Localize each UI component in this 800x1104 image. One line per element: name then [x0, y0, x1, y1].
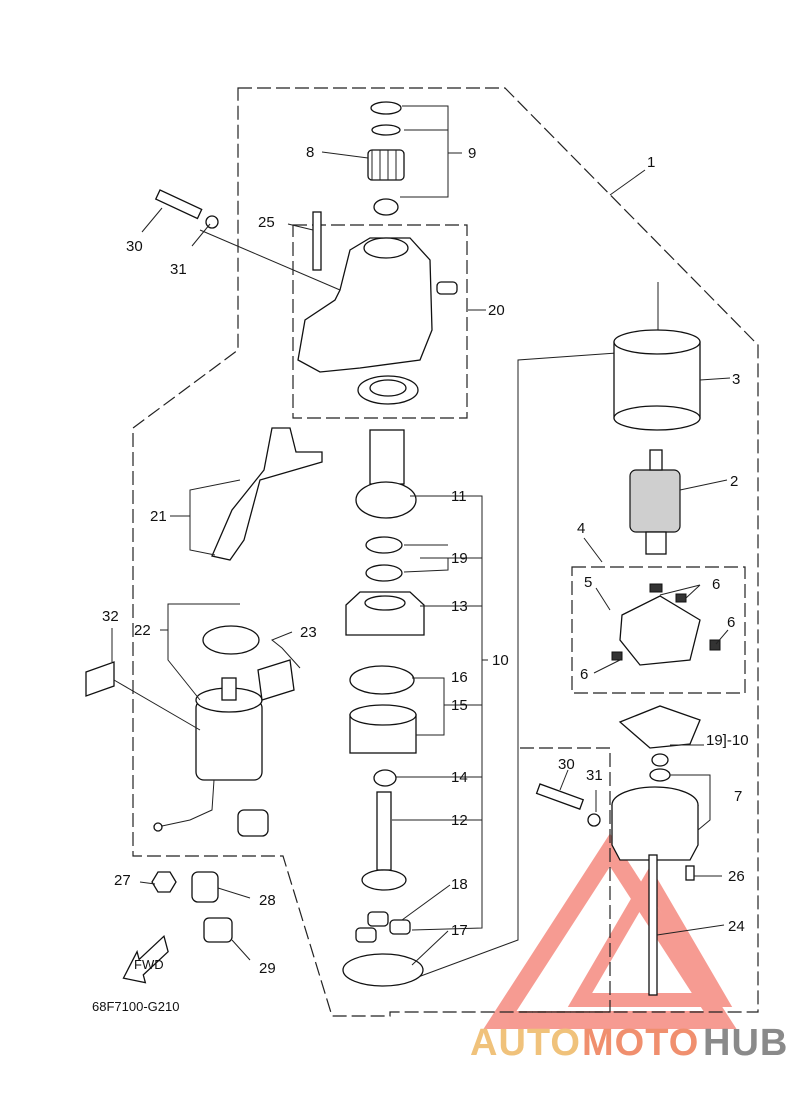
group-24-outline [520, 747, 611, 1013]
yoke [613, 329, 701, 431]
ring-gear-16 [349, 665, 415, 695]
callout-11: 11 [451, 488, 467, 505]
callout-32: 32 [102, 608, 119, 625]
internal-gear-15 [349, 704, 417, 754]
watermark-text: AUTO MOTO HUB [470, 1022, 788, 1064]
through-bolt-24 [648, 854, 658, 996]
callout-17: 17 [451, 922, 468, 939]
assembly-10-outline [409, 282, 659, 981]
callout-1: 1 [647, 154, 655, 171]
planet-gears-18 [355, 911, 411, 943]
callout-12: 12 [451, 812, 468, 829]
fwd-label: FWD [134, 957, 164, 972]
pinion-kit [367, 101, 405, 216]
bolt-25 [312, 211, 322, 271]
callout-5: 5 [584, 574, 592, 591]
plate-19 [618, 705, 701, 749]
shaft-12 [361, 791, 407, 891]
callout-28: 28 [259, 892, 276, 909]
callout-6a: 6 [712, 576, 720, 593]
callout-2: 2 [730, 473, 738, 490]
terminal-28 [191, 871, 219, 903]
callout-27: 27 [114, 872, 131, 889]
group-20-outline [292, 224, 468, 419]
cap-29 [203, 917, 233, 943]
main-assembly-outline [132, 87, 759, 1017]
front-housing [297, 237, 458, 405]
callout-20: 20 [488, 302, 505, 319]
fwd-arrow: FWD [122, 934, 169, 984]
gear-housing-13 [345, 591, 425, 636]
callout-26: 26 [728, 868, 745, 885]
callout-4: 4 [577, 520, 585, 537]
svg-text:MOTO: MOTO [582, 1022, 699, 1064]
callout-18: 18 [451, 876, 468, 893]
callout-16: 16 [451, 669, 468, 686]
callout-31b: 31 [586, 767, 603, 784]
solenoid-22 [153, 625, 263, 832]
screw-26 [685, 865, 695, 881]
callout-15: 15 [451, 697, 468, 714]
callout-23: 23 [300, 624, 317, 641]
brush-holder [611, 583, 721, 666]
label-32 [85, 661, 115, 697]
callout-29: 29 [259, 960, 276, 977]
end-cover-7 [611, 753, 699, 861]
armature [629, 449, 681, 555]
callout-9: 9 [468, 145, 476, 162]
callout-24: 24 [728, 918, 745, 935]
watermark-logo [483, 833, 737, 1029]
circlip-19b [365, 564, 403, 582]
leader-lines [111, 105, 731, 966]
diagram-code: 68F7100-G210 [92, 999, 179, 1014]
callout-8: 8 [306, 144, 314, 161]
bushing-14 [373, 769, 397, 787]
callout-3: 3 [732, 371, 740, 388]
plate-17 [342, 953, 424, 987]
callout-6b: 6 [727, 614, 735, 631]
callout-10: 10 [492, 652, 509, 669]
circlip-19a [365, 536, 403, 554]
callout-19: 19 [451, 550, 468, 567]
callout-13: 13 [451, 598, 468, 615]
svg-text:HUB: HUB [703, 1022, 788, 1064]
callout-30a: 30 [126, 238, 143, 255]
bolt-30-top [154, 189, 219, 229]
callout-31a: 31 [170, 261, 187, 278]
callout-19-10: 19]-10 [706, 732, 749, 749]
clutch [355, 429, 417, 519]
callout-21: 21 [150, 508, 167, 525]
boot-23 [257, 659, 295, 701]
callout-30b: 30 [558, 756, 575, 773]
nut-27 [151, 871, 177, 893]
callout-14: 14 [451, 769, 468, 786]
callout-6c: 6 [580, 666, 588, 683]
cap-plug [237, 809, 269, 837]
group-4-outline [571, 566, 746, 694]
callout-22: 22 [134, 622, 151, 639]
svg-text:AUTO: AUTO [470, 1022, 581, 1064]
bolt-30-bottom [535, 783, 601, 827]
shift-lever-21 [211, 427, 323, 561]
callout-7: 7 [734, 788, 742, 805]
callout-25: 25 [258, 214, 275, 231]
